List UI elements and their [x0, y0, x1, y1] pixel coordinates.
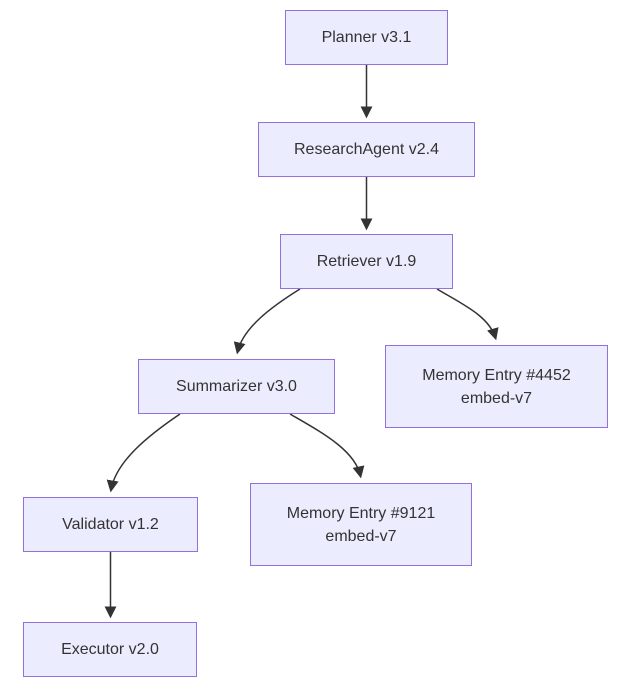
node-memory-entry-9121-label: Memory Entry #9121	[286, 504, 436, 522]
node-summarizer-label: Summarizer v3.0	[176, 378, 297, 395]
node-memory-entry-9121-sublabel: embed-v7	[325, 527, 397, 545]
node-retriever-label: Retriever v1.9	[316, 253, 417, 270]
node-summarizer: Summarizer v3.0	[138, 359, 335, 414]
node-research-agent: ResearchAgent v2.4	[258, 122, 475, 177]
node-memory-entry-4452: Memory Entry #4452 embed-v7	[385, 345, 608, 428]
edge-retriever-summarizer	[233, 288, 301, 355]
node-memory-entry-9121: Memory Entry #9121 embed-v7	[250, 483, 472, 566]
node-validator-label: Validator v1.2	[62, 516, 159, 533]
node-memory-entry-4452-sublabel: embed-v7	[460, 389, 533, 407]
node-validator: Validator v1.2	[23, 497, 198, 552]
node-retriever: Retriever v1.9	[280, 234, 453, 289]
node-executor: Executor v2.0	[23, 622, 197, 677]
node-planner: Planner v3.1	[285, 10, 448, 65]
edge-summarizer-validator	[106, 413, 181, 493]
edge-summarizer-mem9121	[289, 413, 365, 479]
node-executor-label: Executor v2.0	[61, 641, 159, 658]
node-research-agent-label: ResearchAgent v2.4	[294, 141, 439, 158]
node-planner-label: Planner v3.1	[321, 29, 412, 46]
edge-retriever-mem4452	[436, 288, 499, 341]
node-memory-entry-4452-label: Memory Entry #4452	[422, 366, 571, 384]
